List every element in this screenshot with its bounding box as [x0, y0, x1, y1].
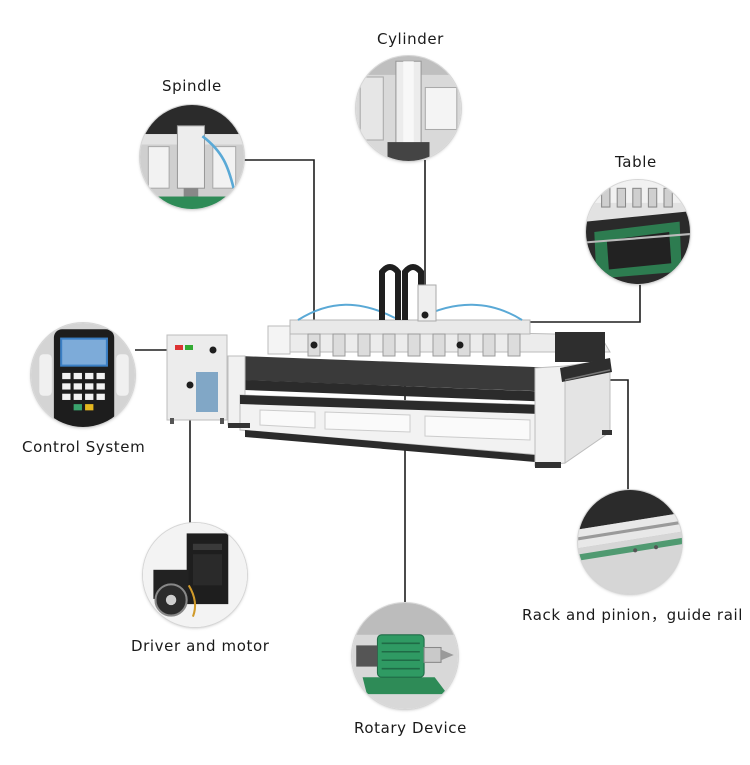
- spindle-detail-image: [140, 105, 244, 209]
- label-cylinder: Cylinder: [377, 30, 444, 48]
- control-cabinet: [166, 334, 228, 424]
- label-rack-guide: Rack and pinion，guide rail: [522, 606, 744, 624]
- label-table: Table: [615, 153, 657, 171]
- control-system-detail-image: [31, 323, 135, 427]
- cylinder-detail-image: [356, 56, 461, 161]
- machine-frame: [227, 264, 612, 468]
- label-driver-motor: Driver and motor: [131, 637, 270, 655]
- table-detail-image: [586, 180, 690, 284]
- leader-line-spindle: [243, 159, 315, 345]
- rack-guide-detail-image: [578, 490, 682, 594]
- driver-motor-detail-image: [143, 523, 247, 627]
- label-rotary-device: Rotary Device: [354, 719, 467, 737]
- label-spindle: Spindle: [162, 77, 222, 95]
- label-control-system: Control System: [22, 438, 146, 456]
- rotary-device-detail-image: [352, 603, 458, 709]
